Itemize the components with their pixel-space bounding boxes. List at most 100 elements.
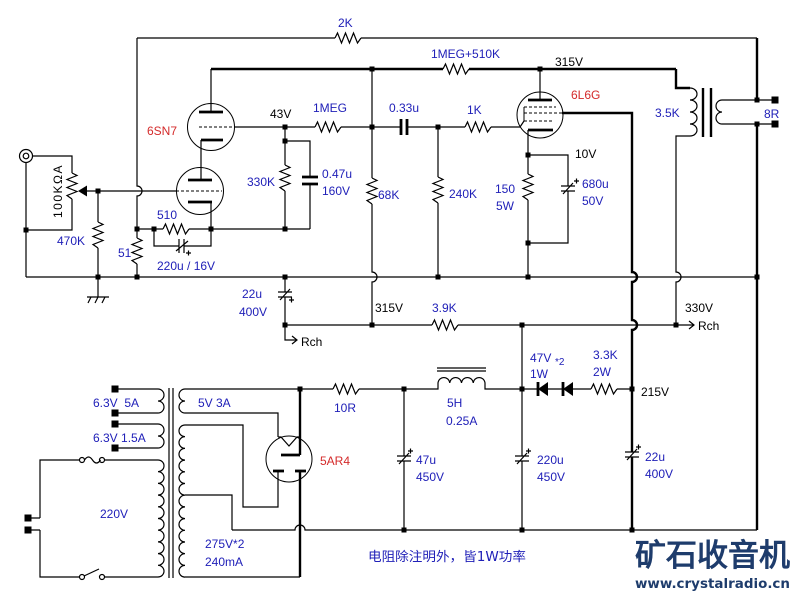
label-output-cathode-resistor: 150	[495, 182, 515, 196]
junction-node	[525, 240, 531, 246]
resistor-150	[521, 173, 535, 201]
tube-6l6g	[516, 91, 564, 139]
label-rectifier-heater-winding: 5V 3A	[198, 396, 231, 410]
junction-node	[282, 226, 288, 232]
output-transformer	[689, 87, 723, 137]
label-screen-resistor-power: 2W	[593, 365, 612, 379]
terminal-node	[771, 96, 779, 104]
rch-arrow-icon	[291, 335, 298, 345]
label-screen-cap-voltage: 400V	[645, 467, 673, 481]
heater-winding-2-coil	[115, 423, 165, 449]
label-output-cathode-cap: 680u	[582, 177, 609, 191]
output-transformer-secondary-coil	[715, 99, 723, 125]
resistor-240k	[431, 176, 445, 204]
label-primary-voltage: 220V	[100, 507, 128, 521]
label-grid-resistor: 470K	[57, 234, 85, 248]
label-rch-decoupled: Rch	[301, 335, 322, 349]
capacitors	[175, 119, 641, 465]
mains-plug	[24, 514, 32, 534]
wire-decoupling-cap	[284, 277, 296, 341]
label-reservoir-cap-voltage: 450V	[416, 470, 444, 484]
label-voltage-driver-node: 43V	[270, 107, 291, 121]
resistor-330k	[278, 164, 292, 192]
label-voltage-output-cathode: 10V	[575, 147, 596, 161]
label-bias-cap-voltage: 160V	[322, 184, 350, 198]
resistor-1meg-510k	[442, 62, 470, 76]
junction-node	[151, 226, 157, 232]
label-feedback-resistor: 2K	[338, 16, 353, 30]
wire-power-rail	[300, 383, 632, 390]
capacitor-220u-16v	[175, 239, 191, 256]
junction-node	[95, 188, 101, 194]
label-hv-secondary-voltage: 275V*2	[205, 537, 245, 551]
wire-output-cathode	[527, 130, 569, 277]
junction-node	[537, 66, 543, 72]
rch-arrow-icon	[688, 320, 695, 330]
junction-node	[208, 226, 214, 232]
junction-node	[401, 386, 407, 392]
power-transformer	[115, 388, 186, 578]
resistor-470k	[91, 221, 105, 249]
label-rch-transformer: Rch	[698, 319, 719, 333]
capacitor-0-33u	[399, 119, 409, 135]
label-decoupling-cap-voltage: 400V	[239, 305, 267, 319]
junction-node	[629, 527, 635, 533]
label-coupling-cap: 0.33u	[389, 101, 419, 115]
label-heater-winding-2: 6.3V 1.5A	[93, 431, 146, 445]
junction-node	[369, 322, 375, 328]
label-cathode-resistor-small: 51	[118, 246, 132, 260]
junction-node	[401, 527, 407, 533]
label-hv-secondary-current: 240mA	[205, 555, 243, 569]
resistor-510	[162, 222, 190, 236]
label-grid-stopper: 1K	[467, 103, 482, 117]
terminal-node	[771, 120, 779, 128]
junction-node	[282, 322, 288, 328]
label-choke-current: 0.25A	[446, 414, 477, 428]
label-heater-winding-1: 6.3V 5A	[93, 396, 139, 410]
capacitor-0-47u	[302, 175, 318, 186]
label-bias-cap-value: 0.47u	[322, 167, 352, 181]
resistor-3-3k	[590, 382, 618, 396]
capacitor-220u	[515, 448, 531, 465]
wire-hv-secondary	[185, 424, 300, 578]
label-filter-cap-voltage: 450V	[537, 470, 565, 484]
terminal-node	[111, 420, 119, 428]
junction-node	[369, 66, 375, 72]
wire-ot-primary-bottom	[675, 135, 690, 325]
output-transformer-primary-coil	[689, 87, 698, 137]
zener-diodes	[536, 382, 573, 396]
label-voltage-screen-supply: 215V	[641, 385, 669, 399]
label-screen-resistor: 3.3K	[593, 348, 618, 362]
capacitor-22u-decoupling	[278, 288, 294, 303]
junction-node	[95, 274, 101, 280]
input-jack	[18, 148, 34, 164]
watermark-url: www.crystalradio.cn	[635, 576, 790, 592]
transformer-core	[168, 388, 174, 578]
junction-node	[297, 386, 303, 392]
junction-node	[282, 274, 288, 280]
wire-bias-network	[284, 127, 311, 229]
label-voltage-b-plus-driver: 315V	[375, 301, 403, 315]
resistor-1meg	[314, 120, 342, 134]
junction-node	[435, 124, 441, 130]
ground-icon	[87, 277, 109, 304]
capacitor-47u	[397, 448, 413, 465]
watermark-brand: 矿石收音机	[635, 538, 790, 574]
junction-node	[282, 124, 288, 130]
junction-node	[525, 152, 531, 158]
terminal-node	[111, 385, 119, 393]
label-output-cathode-resistor-power: 5W	[496, 199, 515, 213]
label-voltage-b-plus-plate: 315V	[555, 55, 583, 69]
junction-node	[754, 121, 760, 127]
junction-node	[754, 274, 760, 280]
junction-node	[519, 322, 525, 328]
junction-node	[525, 274, 531, 280]
junction-node	[435, 274, 441, 280]
resistors	[65, 31, 618, 396]
junction-node	[519, 527, 525, 533]
junction-node	[23, 227, 29, 233]
wire-bottom-return	[232, 524, 757, 531]
wire-signal-path	[235, 120, 525, 128]
